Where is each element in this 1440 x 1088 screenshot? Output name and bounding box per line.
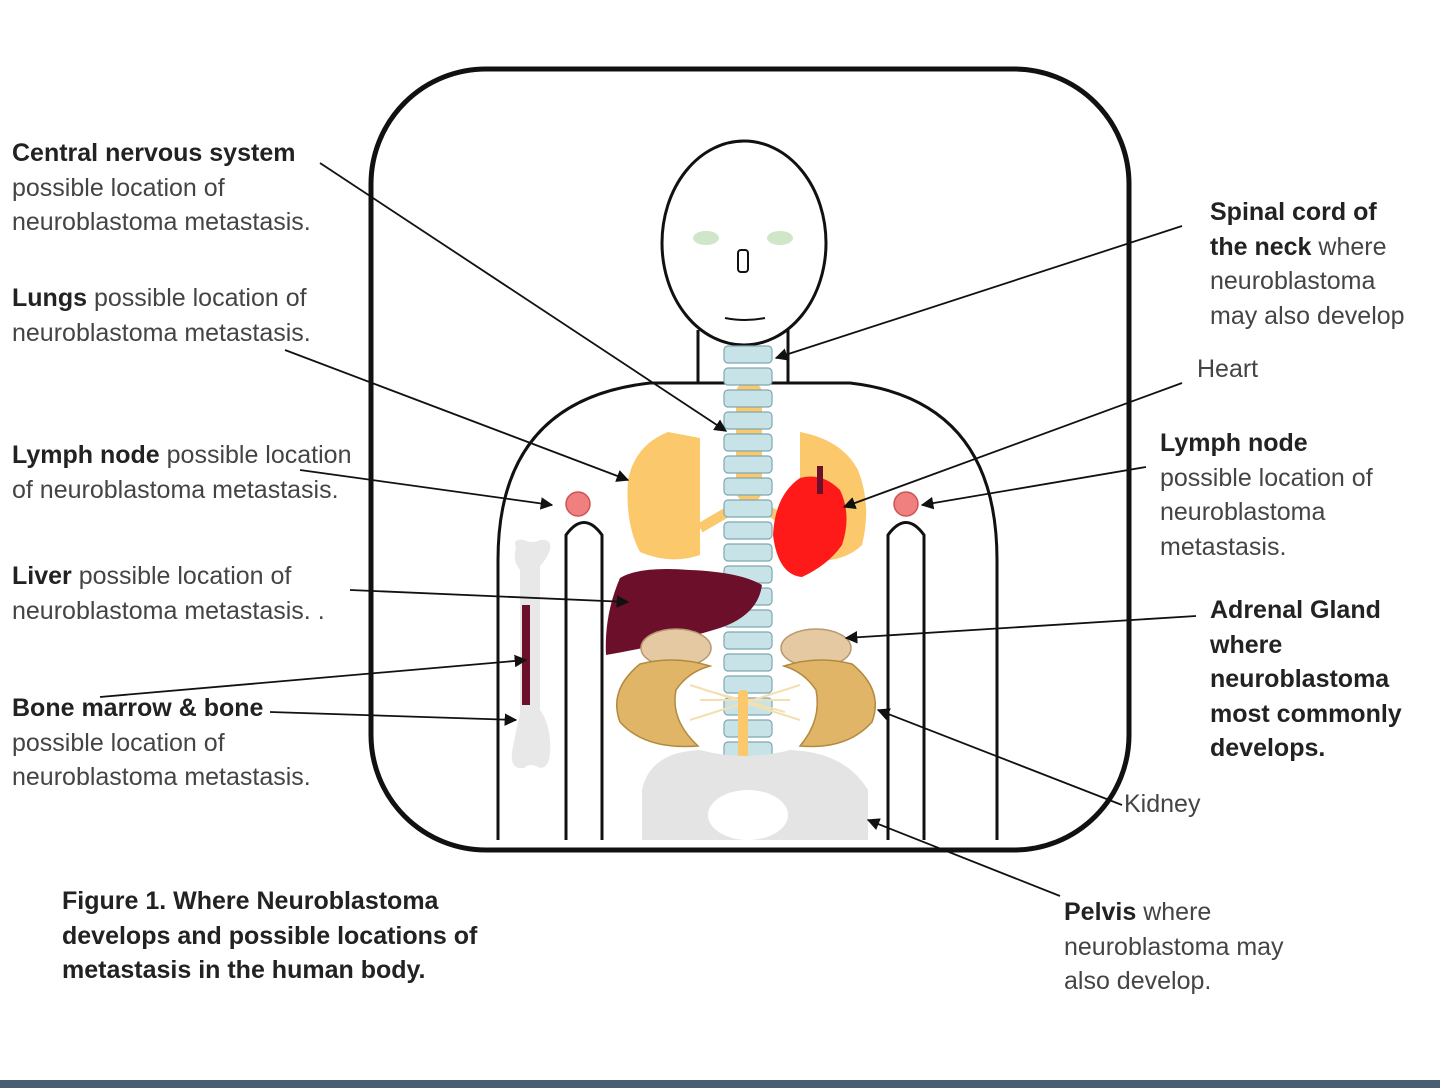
vertebra bbox=[723, 345, 773, 364]
label-lungs-rest: possible location of bbox=[87, 284, 307, 312]
label-central-nervous-system: Central nervous system possible location… bbox=[12, 136, 311, 240]
label-lymph-left-rest: possible location bbox=[159, 441, 352, 469]
label-lymph-left-title: Lymph node bbox=[12, 441, 160, 469]
label-pelvis: Pelvis where neuroblastoma may also deve… bbox=[1064, 895, 1284, 999]
vertebra bbox=[723, 455, 773, 474]
label-bone-title: Bone marrow & bone bbox=[12, 694, 264, 722]
label-cns-line-2: neuroblastoma metastasis. bbox=[12, 208, 311, 236]
caption-line-2: develops and possible locations of bbox=[62, 921, 478, 950]
heart-leader bbox=[842, 382, 1183, 510]
vertebra bbox=[723, 477, 773, 496]
adrenal-leader bbox=[844, 615, 1197, 644]
spine bbox=[723, 345, 773, 760]
label-bone-marrow: Bone marrow & bone possible location of … bbox=[12, 691, 311, 795]
label-adrenal-gland: Adrenal Gland where neuroblastoma most c… bbox=[1210, 593, 1402, 766]
bone-leader bbox=[269, 711, 518, 726]
label-pelvis-rest: where bbox=[1136, 898, 1212, 926]
label-heart: Heart bbox=[1197, 352, 1258, 387]
kidney-leader bbox=[876, 708, 1123, 806]
caption-line-1: Figure 1. Where Neuroblastoma bbox=[62, 887, 439, 915]
left-lung bbox=[627, 432, 700, 560]
label-pelvis-line-1: neuroblastoma may bbox=[1064, 932, 1284, 961]
cns-leader bbox=[319, 162, 728, 432]
label-liver-title: Liver bbox=[12, 562, 72, 590]
label-adrenal-line-2: where bbox=[1210, 630, 1283, 659]
label-cns-line-1: possible location of bbox=[12, 173, 225, 202]
label-lymph-node-right: Lymph node possible location of neurobla… bbox=[1160, 426, 1373, 564]
lymph-left-leader bbox=[299, 469, 554, 510]
mouth bbox=[724, 317, 766, 321]
label-lymph-node-left: Lymph node possible location of neurobla… bbox=[12, 438, 351, 507]
vertebra bbox=[723, 653, 773, 672]
label-spinal-title-1: Spinal cord of bbox=[1210, 198, 1377, 226]
label-bone-line-2: neuroblastoma metastasis. bbox=[12, 763, 311, 791]
vertebra bbox=[723, 389, 773, 408]
vertebra bbox=[723, 433, 773, 452]
vertebra bbox=[723, 367, 773, 386]
label-lymph-left-line-1: of neuroblastoma metastasis. bbox=[12, 475, 339, 504]
liver bbox=[605, 569, 762, 655]
bone-marrow-leader bbox=[99, 654, 528, 698]
vertebra bbox=[723, 543, 773, 562]
label-pelvis-line-2: also develop. bbox=[1064, 967, 1212, 995]
pelvis-opening bbox=[708, 790, 788, 840]
label-lymph-right-line-2: neuroblastoma bbox=[1160, 498, 1326, 526]
liver-leader bbox=[349, 589, 630, 608]
label-spinal-line-2: may also develop bbox=[1210, 301, 1405, 330]
figure-caption: Figure 1. Where Neuroblastoma develops a… bbox=[62, 884, 562, 988]
right-arm bbox=[886, 521, 926, 840]
left-eye bbox=[693, 231, 719, 245]
label-adrenal-line-5: develops. bbox=[1210, 734, 1326, 762]
label-spinal-line-1: neuroblastoma bbox=[1210, 267, 1376, 295]
lungs-leader bbox=[284, 349, 630, 482]
label-spinal-rest: where bbox=[1311, 232, 1387, 261]
heart bbox=[773, 476, 847, 577]
caption-line-3: metastasis in the human body. bbox=[62, 956, 426, 984]
label-cns-title: Central nervous system bbox=[12, 139, 296, 167]
right-eye bbox=[767, 231, 793, 245]
label-bone-line-1: possible location of bbox=[12, 728, 225, 757]
label-kidney-text: Kidney bbox=[1124, 790, 1201, 818]
label-heart-text: Heart bbox=[1197, 355, 1259, 383]
pelvis-leader bbox=[866, 818, 1061, 897]
lymph-right-leader bbox=[920, 466, 1147, 510]
label-adrenal-line-3: neuroblastoma bbox=[1210, 665, 1390, 693]
vertebra bbox=[723, 499, 773, 518]
bone-marrow bbox=[522, 605, 530, 705]
label-adrenal-line-1: Adrenal Gland bbox=[1210, 596, 1381, 624]
label-spinal-title-2: the neck bbox=[1210, 232, 1312, 261]
nose bbox=[737, 249, 749, 273]
vertebra bbox=[723, 675, 773, 694]
label-lymph-right-line-3: metastasis. bbox=[1160, 532, 1287, 561]
diagram-frame bbox=[368, 66, 1132, 853]
label-lungs: Lungs possible location of neuroblastoma… bbox=[12, 281, 311, 350]
vertebra bbox=[723, 631, 773, 650]
label-lymph-right-line-1: possible location of bbox=[1160, 463, 1373, 492]
label-adrenal-line-4: most commonly bbox=[1210, 699, 1402, 728]
vertebra bbox=[723, 521, 773, 540]
bottom-bar bbox=[0, 1080, 1440, 1088]
head bbox=[660, 139, 828, 347]
label-liver-rest: possible location of bbox=[71, 562, 292, 590]
vertebra bbox=[723, 411, 773, 430]
label-spinal-cord: Spinal cord of the neck where neuroblast… bbox=[1210, 195, 1405, 333]
lymph-node-left bbox=[565, 491, 591, 517]
kidney-left bbox=[616, 659, 713, 748]
bone bbox=[511, 539, 551, 769]
leader-lines bbox=[99, 162, 1197, 897]
label-lungs-title: Lungs bbox=[12, 284, 87, 312]
label-kidney: Kidney bbox=[1124, 787, 1200, 822]
label-lymph-right-title: Lymph node bbox=[1160, 429, 1308, 457]
kidney-right bbox=[781, 659, 876, 748]
label-liver-line-1: neuroblastoma metastasis. . bbox=[12, 596, 325, 625]
label-lungs-line-1: neuroblastoma metastasis. bbox=[12, 318, 311, 347]
left-arm bbox=[564, 521, 604, 840]
spinal-leader bbox=[774, 225, 1183, 361]
label-pelvis-title: Pelvis bbox=[1064, 898, 1137, 926]
label-liver: Liver possible location of neuroblastoma… bbox=[12, 559, 325, 628]
lymph-node-right bbox=[893, 491, 919, 517]
aorta bbox=[817, 466, 823, 494]
